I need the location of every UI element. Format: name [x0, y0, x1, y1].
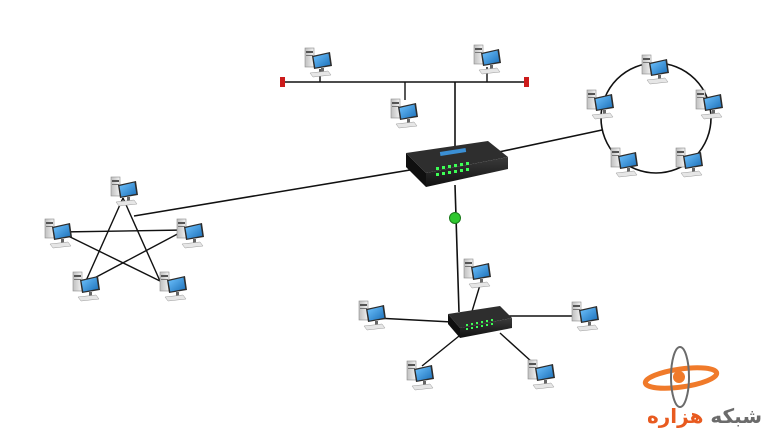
- mesh-link: [59, 231, 161, 282]
- mesh-link: [84, 229, 186, 284]
- computer: [473, 44, 502, 75]
- switch-led-array: [436, 162, 469, 176]
- computer: [571, 301, 600, 332]
- logo-emblem: [642, 346, 720, 408]
- bus-terminator-right: [524, 77, 529, 87]
- computer: [176, 218, 205, 249]
- star-topology: [358, 258, 600, 391]
- computer: [358, 300, 387, 331]
- star-link: [421, 331, 465, 367]
- computer: [406, 360, 435, 391]
- computer: [390, 98, 419, 129]
- computer: [695, 89, 724, 120]
- logo-word-hezareh: هزاره: [646, 404, 704, 428]
- computer: [304, 47, 333, 78]
- mesh-link: [84, 197, 124, 284]
- mesh-link: [59, 229, 186, 233]
- link-switch-to-mesh: [133, 169, 411, 217]
- bus-terminator-left: [280, 77, 285, 87]
- computer: [159, 271, 188, 302]
- computer: [586, 89, 615, 120]
- computer: [641, 54, 670, 85]
- computer: [110, 176, 139, 207]
- computer: [463, 258, 492, 289]
- central-switch: [406, 141, 508, 187]
- star-hub-switch: [448, 306, 512, 338]
- star-link: [375, 317, 453, 323]
- logo-word-shabake: شبکه: [710, 404, 762, 428]
- pentagram-topology: [44, 176, 205, 302]
- ring-topology: [586, 54, 724, 178]
- link-switch-to-star: [454, 184, 460, 313]
- computer: [44, 218, 73, 249]
- switch-brand-mark: [439, 147, 467, 157]
- computer: [527, 359, 556, 390]
- bus-topology: [280, 44, 529, 150]
- connector-dot: [449, 212, 461, 224]
- computer: [610, 147, 639, 178]
- star-link: [499, 332, 533, 363]
- mesh-link: [122, 197, 161, 282]
- logo-text: شبکه هزاره: [622, 404, 762, 440]
- computer: [72, 271, 101, 302]
